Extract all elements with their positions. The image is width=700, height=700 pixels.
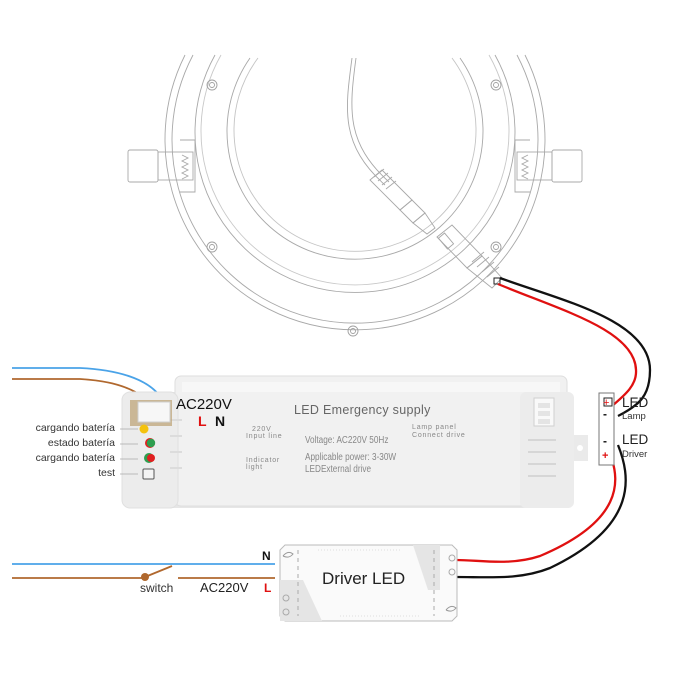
- lamp-panel-label-2: Connect drive: [412, 432, 466, 439]
- svg-text:-: -: [603, 434, 607, 448]
- downlight-panel: [127, 54, 583, 337]
- drive-spec: LEDExternal drive: [305, 464, 372, 475]
- driver-terminal-l: L: [264, 581, 272, 595]
- driver-led-body: [279, 544, 458, 622]
- input-line-label-1: 220V: [252, 426, 272, 433]
- led-terminal-block: + - - +: [598, 392, 615, 466]
- svg-text:+: +: [602, 450, 608, 462]
- module-input-voltage: AC220V: [176, 396, 232, 413]
- power-spec: Applicable power: 3-30W: [305, 452, 397, 463]
- module-title: LED Emergency supply: [294, 403, 431, 417]
- indicator-light-label-2: light: [246, 464, 263, 471]
- indicator-label-charging-1: cargando batería: [35, 422, 115, 434]
- driver-title: Driver LED: [322, 569, 406, 588]
- led-driver-title: LED: [622, 432, 649, 447]
- spring-clip-right: [514, 139, 583, 193]
- wire-driver-negative: [455, 444, 627, 579]
- indicator-label-charging-2: cargando batería: [35, 452, 115, 464]
- driver-terminal-n: N: [262, 549, 271, 563]
- indicator-label-test: test: [98, 467, 115, 479]
- driver-input-voltage: AC220V: [200, 580, 249, 595]
- emergency-module: [121, 375, 588, 509]
- module-terminal-n: N: [215, 413, 226, 429]
- led-driver-subtitle: Driver: [622, 449, 648, 460]
- svg-text:+: +: [603, 397, 609, 409]
- led-lamp-title: LED: [622, 395, 649, 410]
- switch-label: switch: [140, 581, 174, 595]
- switch-lever: [144, 565, 173, 578]
- spring-clip-left: [127, 139, 196, 193]
- indicator-light-label-1: Indicator: [246, 457, 281, 464]
- wire-driver-positive: [455, 458, 617, 563]
- test-button: [142, 468, 155, 480]
- indicator-label-status: estado batería: [47, 437, 115, 449]
- connector-terminal: [493, 277, 501, 285]
- lamp-panel-label-1: Lamp panel: [412, 424, 457, 431]
- screw-icon: [206, 79, 502, 337]
- indicator-leds: [120, 424, 156, 480]
- connector-male: [369, 168, 436, 235]
- wire-lamp-positive: [497, 282, 638, 407]
- switch-pivot: [141, 573, 149, 581]
- voltage-spec: Voltage: AC220V 50Hz: [305, 435, 389, 446]
- input-line-label-2: Input line: [246, 433, 283, 440]
- led-lamp-subtitle: Lamp: [622, 411, 646, 422]
- svg-text:-: -: [603, 407, 607, 421]
- module-terminal-l: L: [198, 413, 207, 429]
- led-charging-yellow: [139, 424, 149, 434]
- wire-lamp-negative: [499, 276, 652, 418]
